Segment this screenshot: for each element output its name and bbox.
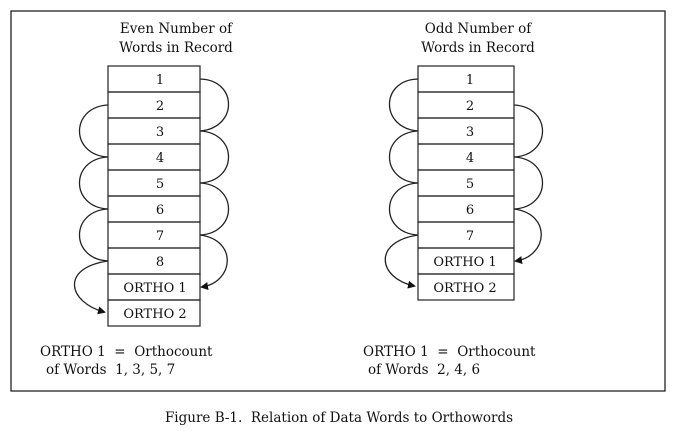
left-cell-1 [107,65,201,93]
right-loop-right-2-4 [513,104,544,158]
right-cell-label: 6 [466,203,474,218]
left-cell-5 [107,169,201,197]
left-loop-left-2-4 [78,104,109,158]
left-loop-right-5-7 [199,182,230,236]
left-cell-label: 5 [156,177,164,192]
right-word-stack: 1 2 3 4 5 6 7 ORTHO 1 ORTHO 2 [417,65,515,301]
right-cell-label: 4 [466,151,474,166]
figure-caption: Figure B-1. Relation of Data Words to Or… [165,410,513,426]
right-cell-ortho-2 [417,273,515,301]
right-heading-line2: Words in Record [421,40,535,56]
right-cell-label: 2 [466,99,474,114]
right-cell-label: 3 [466,125,474,140]
left-cell-label: 3 [156,125,164,140]
left-cell-label: 8 [156,255,164,270]
left-loop-right-3-5 [199,130,230,184]
right-cell-label: 7 [466,229,474,244]
left-cell-label: 6 [156,203,164,218]
right-connector-loops [384,78,544,289]
right-loop-left-5-7 [388,182,419,236]
left-cell-label: 1 [156,73,164,88]
left-cell-label: 2 [156,99,164,114]
left-word-stack: 1 2 3 4 5 6 7 8 ORTHO 1 ORTHO 2 [107,65,201,327]
left-loop-right-1-3 [199,78,230,132]
left-note-line2: of Words 1, 3, 5, 7 [46,362,175,378]
right-note-line1: ORTHO 1 = Orthocount [363,344,536,360]
left-cell-8 [107,247,201,275]
figure-frame [10,10,666,392]
left-loop-left-4-6 [78,156,109,210]
right-loop-right-6-ortho1 [513,208,542,265]
left-cell-7 [107,221,201,249]
left-heading-line2: Words in Record [119,40,233,56]
left-note-line1: ORTHO 1 = Orthocount [40,344,213,360]
right-note-line2: of Words 2, 4, 6 [368,362,480,378]
left-loop-left-8-ortho2 [73,260,109,315]
right-loop-right-4-6 [513,156,544,210]
left-cell-label: 4 [156,151,164,166]
left-cell-label: ORTHO 1 [123,281,186,296]
right-cell-label: ORTHO 1 [433,255,496,270]
right-loop-left-7-ortho2 [384,234,419,289]
left-cell-6 [107,195,201,223]
left-loop-right-7-ortho1 [199,234,228,291]
left-connector-loops [73,78,230,315]
right-heading-line1: Odd Number of [425,21,532,37]
right-cell-label: 5 [466,177,474,192]
left-cell-3 [107,117,201,145]
left-cell-label: 7 [156,229,164,244]
left-loop-left-6-8 [78,208,109,262]
left-cell-2 [107,91,201,119]
left-heading-line1: Even Number of [120,21,233,37]
right-loop-left-3-5 [388,130,419,184]
right-loop-left-1-3 [388,78,419,132]
right-cell-label: ORTHO 2 [433,281,496,296]
left-cell-label: ORTHO 2 [123,307,186,322]
left-cell-4 [107,143,201,171]
right-cell-label: 1 [466,73,474,88]
left-cell-ortho-2 [107,299,201,327]
